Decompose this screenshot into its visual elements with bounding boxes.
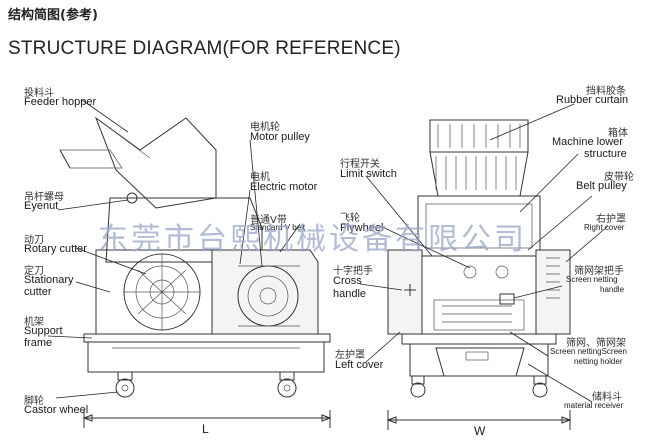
label-stationary-cutter-en2: cutter <box>24 286 52 298</box>
label-feeder-hopper-en: Feeder hopper <box>24 96 97 108</box>
label-screen-netting-en2: netting holder <box>574 357 623 366</box>
label-material-receiver-cn: 储料斗 <box>592 392 622 403</box>
label-screen-handle-en2: handle <box>600 285 625 294</box>
label-rubber-curtain-cn: 挡料胶条 <box>586 86 626 97</box>
label-limit-switch-cn: 行程开关 <box>340 159 380 170</box>
front-view-machine <box>386 119 572 430</box>
label-material-receiver-en: material receiver <box>564 401 624 410</box>
label-v-belt-en: Standard V belt <box>250 223 306 232</box>
label-motor-pulley-en: Motor pulley <box>250 131 310 143</box>
label-machine-lower-en: Machine lower <box>552 136 623 148</box>
diagram-title-en: STRUCTURE DIAGRAM(FOR REFERENCE) <box>8 38 401 59</box>
label-v-belt-cn: 普通V带 <box>250 215 287 226</box>
label-eyenut-en: Eyenut <box>24 200 59 212</box>
label-cross-handle-cn: 十字把手 <box>333 266 373 277</box>
leader-lines <box>47 99 609 403</box>
label-flywheel-cn: 飞轮 <box>340 213 360 224</box>
label-castor-wheel-en: Castor wheel <box>24 404 89 416</box>
label-support-frame-en: Support <box>24 325 63 337</box>
label-support-frame-en2: frame <box>24 337 53 349</box>
side-view-machine <box>59 116 332 428</box>
label-rubber-curtain-en: Rubber curtain <box>556 94 629 106</box>
label-support-frame-cn: 机架 <box>24 317 44 328</box>
label-rotary-cutter-en: Rotary cutter <box>24 243 87 255</box>
diagram-title-cn: 结构简图(参考) <box>8 8 98 23</box>
label-castor-wheel-cn: 脚轮 <box>24 396 44 407</box>
label-machine-lower-cn: 箱体 <box>608 128 628 139</box>
label-electric-motor-en: Electric motor <box>250 181 318 193</box>
label-screen-handle-en: Screen netting <box>566 275 618 284</box>
label-left-cover-en: Left cover <box>335 359 384 371</box>
label-belt-pulley-cn: 皮带轮 <box>604 172 634 183</box>
label-right-cover-en: Right cover <box>584 223 625 232</box>
label-belt-pulley-en: Belt pulley <box>576 180 627 192</box>
label-feeder-hopper-cn: 投料斗 <box>24 88 54 99</box>
dimension-w: W <box>474 424 486 438</box>
label-screen-netting-cn: 筛网、筛网架 <box>566 338 626 349</box>
label-stationary-cutter-cn: 定刀 <box>24 266 44 277</box>
label-motor-pulley-cn: 电机轮 <box>250 122 280 133</box>
label-screen-netting-en: Screen nettingScreen <box>550 347 627 356</box>
label-machine-lower-en2: structure <box>584 148 627 160</box>
label-left-cover-cn: 左护罩 <box>335 350 365 361</box>
label-right-cover-cn: 右护罩 <box>596 214 626 225</box>
label-stationary-cutter-en: Stationary <box>24 274 74 286</box>
label-cross-handle-en2: handle <box>333 288 367 300</box>
dimension-l: L <box>202 422 209 436</box>
label-limit-switch-en: Limit switch <box>340 168 397 180</box>
label-cross-handle-en: Cross <box>333 275 362 287</box>
label-rotary-cutter-cn: 动刀 <box>24 235 44 246</box>
label-electric-motor-cn: 电机 <box>250 172 270 183</box>
label-flywheel-en: Flywheel <box>340 222 384 234</box>
label-eyenut-cn: 吊杆螺母 <box>24 192 64 203</box>
label-screen-handle-cn: 筛网架把手 <box>574 266 624 277</box>
